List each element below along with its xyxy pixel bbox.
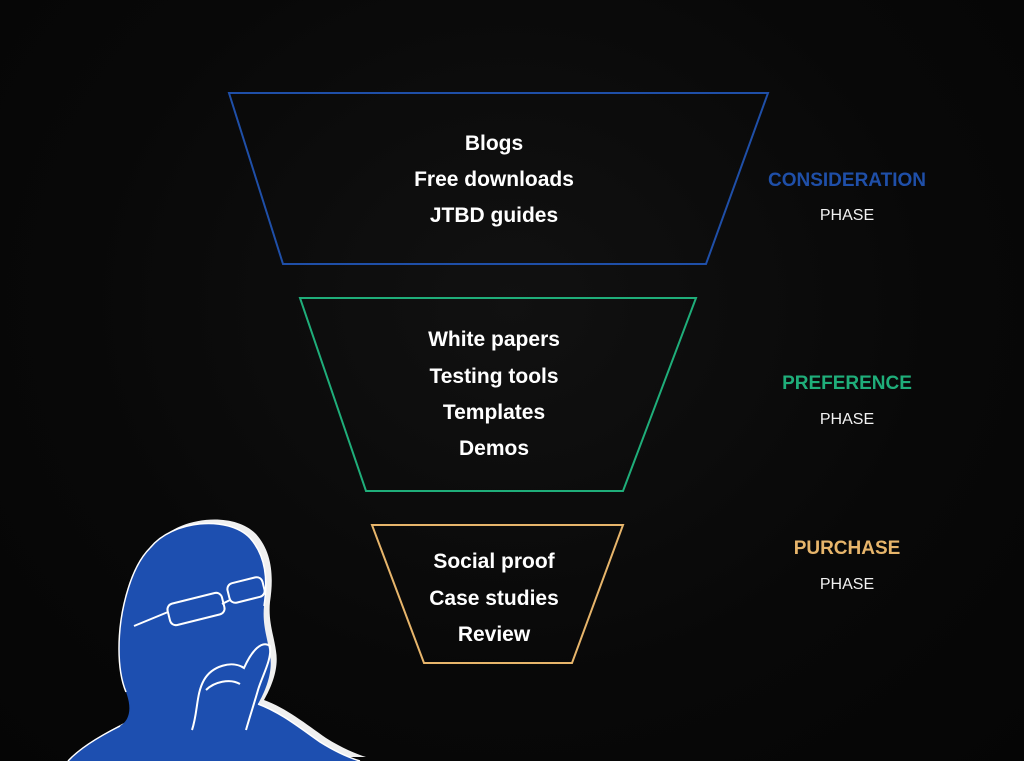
phase-subtitle: PHASE (820, 411, 874, 428)
stage-item: White papers (428, 328, 560, 351)
stage-item: JTBD guides (430, 204, 558, 227)
stage-item: Templates (443, 401, 545, 424)
thinking-person-icon (67, 519, 366, 761)
stage-item: Review (458, 623, 531, 646)
phase-subtitle: PHASE (820, 576, 874, 593)
hand-outline (191, 643, 272, 731)
funnel-stage-preference: White papers Testing tools Templates Dem… (298, 297, 912, 492)
funnel-trapezoid-consideration (227, 92, 770, 265)
stage-item: Case studies (429, 587, 559, 610)
phase-subtitle: PHASE (820, 207, 874, 224)
phase-title-preference: PREFERENCE (782, 373, 912, 394)
glasses-icon (133, 576, 266, 627)
stage-item: Free downloads (414, 168, 574, 191)
funnel-stage-consideration: Blogs Free downloads JTBD guides CONSIDE… (227, 92, 926, 265)
phase-title-purchase: PURCHASE (794, 538, 901, 559)
body-outline (67, 522, 361, 761)
stage-item: Social proof (433, 550, 555, 573)
stage-item: Blogs (465, 132, 523, 155)
funnel-stage-purchase: Social proof Case studies Review PURCHAS… (370, 524, 901, 664)
phase-title-consideration: CONSIDERATION (768, 170, 926, 191)
stage-item: Testing tools (429, 365, 558, 388)
person-silhouette (68, 523, 360, 761)
stage-item: Demos (459, 437, 529, 460)
funnel-trapezoid-purchase (370, 524, 625, 664)
funnel-trapezoid-preference (298, 297, 698, 492)
